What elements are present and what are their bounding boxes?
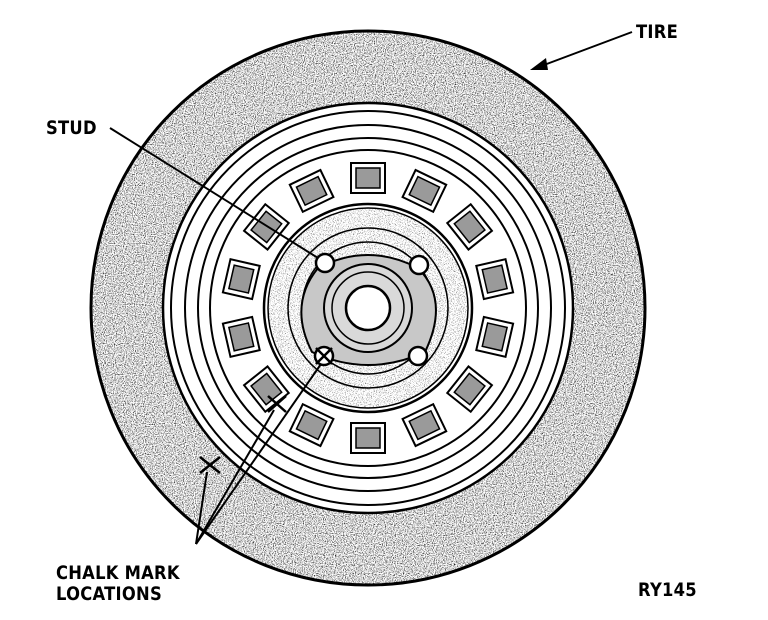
figure-reference: RY145 [638, 579, 697, 601]
vent-hole [350, 162, 386, 194]
tire-label: TIRE [636, 21, 679, 43]
stud-label: STUD [46, 117, 97, 139]
chalk-mark-label: CHALK MARK LOCATIONS [56, 563, 180, 605]
stud-top-right [408, 254, 430, 276]
chalk-leader-2 [195, 409, 275, 545]
vent-hole [221, 257, 261, 301]
chalk-mark-label-line-1: CHALK MARK [56, 562, 180, 584]
stud-leader [109, 127, 319, 259]
stud-top-left [314, 252, 336, 274]
vent-hole [475, 315, 515, 359]
chalk-marks [199, 347, 333, 474]
hub [260, 200, 476, 416]
chalk-mark-label-line-2: LOCATIONS [56, 583, 162, 605]
tire-leader [535, 31, 633, 69]
vent-hole [475, 257, 515, 301]
rim [170, 110, 566, 506]
chalk-leader-3 [195, 471, 208, 545]
chalk-leader-1 [195, 363, 322, 545]
leader-lines [109, 31, 633, 545]
vent-hole [221, 315, 261, 359]
stud-bottom-right [407, 345, 429, 367]
vent-hole [350, 422, 386, 454]
